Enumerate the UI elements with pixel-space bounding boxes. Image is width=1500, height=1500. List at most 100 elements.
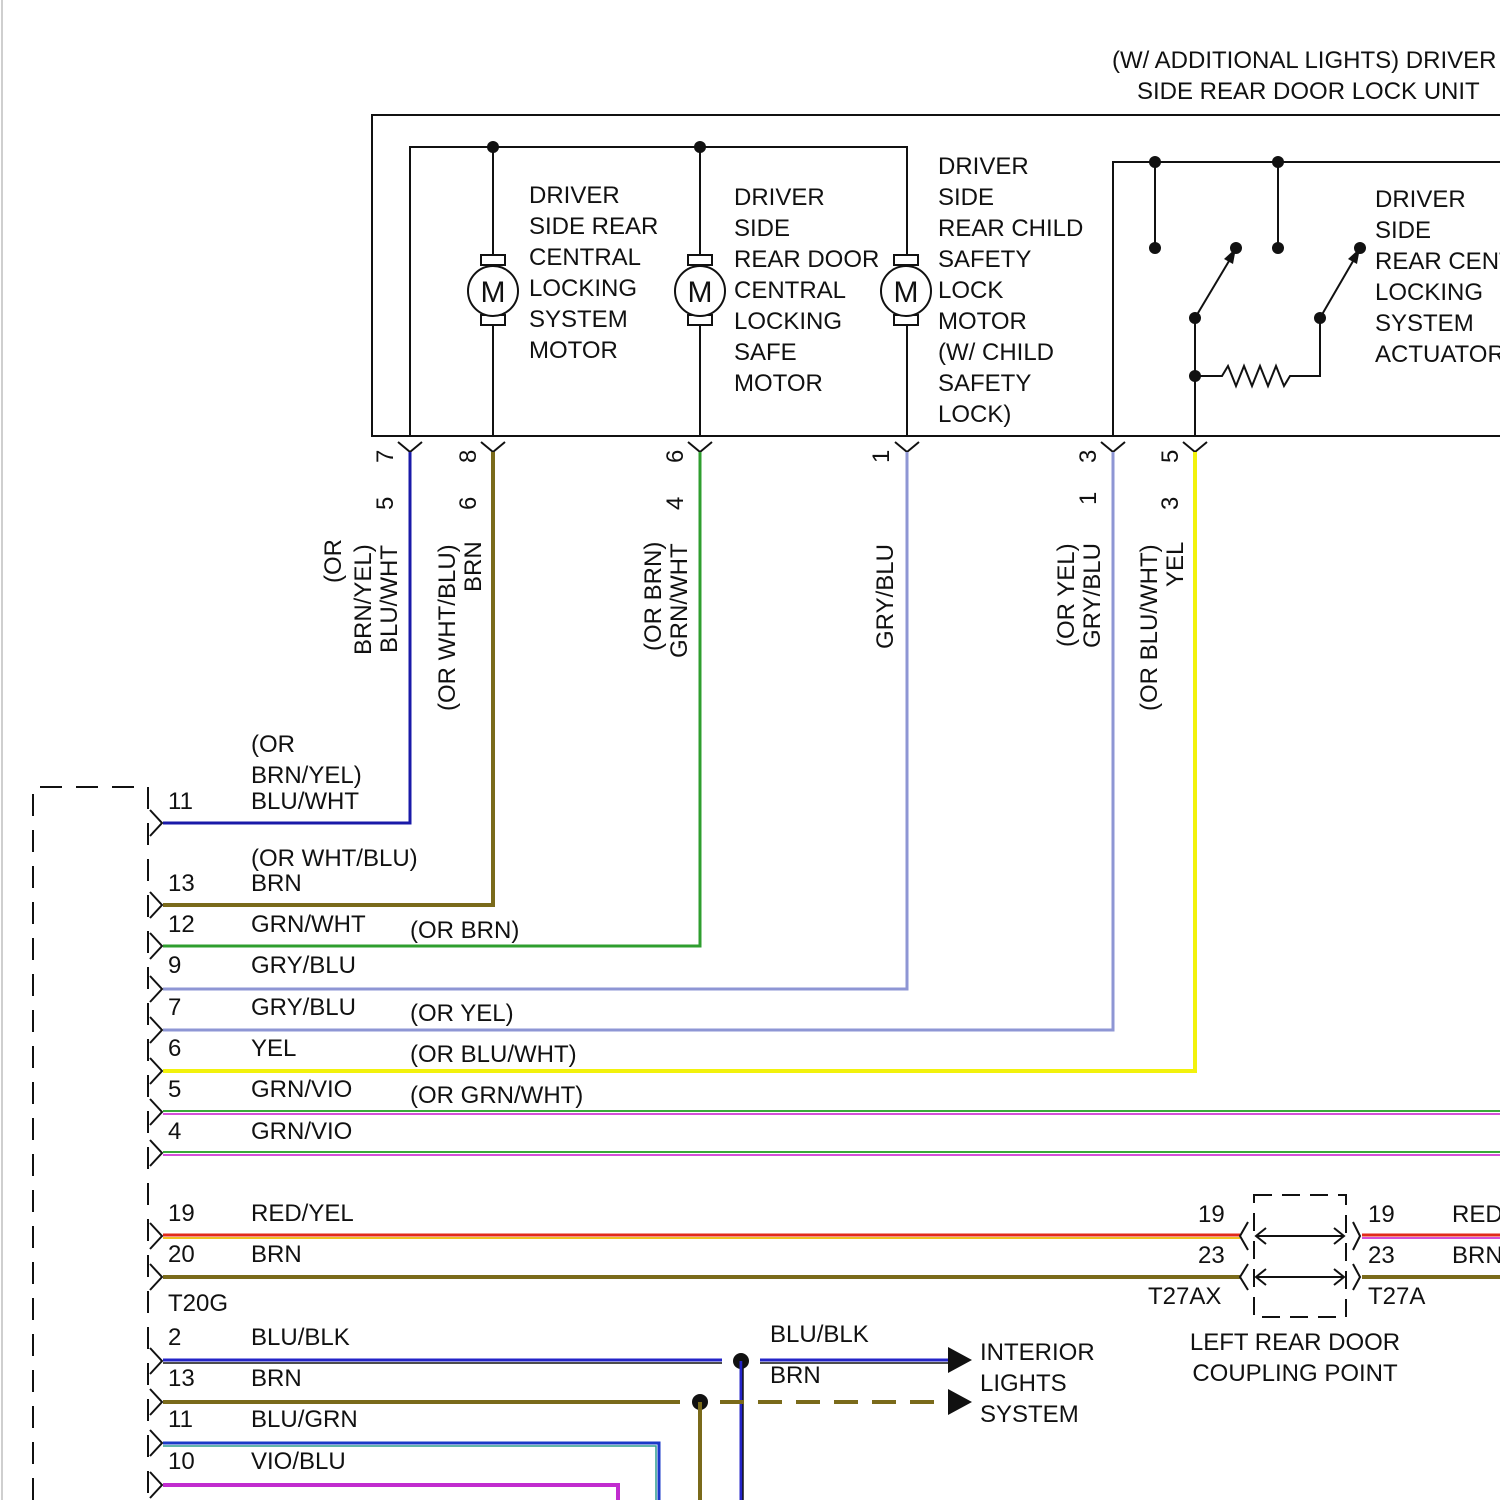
- motor3-label: DRIVER SIDE REAR CHILD SAFETY LOCK MOTOR…: [938, 153, 1083, 428]
- motor-symbol: M: [894, 276, 919, 309]
- svg-text:GRN/VIO: GRN/VIO: [251, 1076, 352, 1103]
- wire-vio-blu: [163, 1485, 618, 1500]
- wire-color-labels-vertical: (OR BRN/YEL) BLU/WHT (OR WHT/BLU) BRN (O…: [320, 539, 1189, 711]
- interior-target-line3: SYSTEM: [980, 1401, 1079, 1428]
- svg-text:(OR YEL): (OR YEL): [1053, 543, 1080, 647]
- svg-text:10: 10: [168, 1448, 195, 1475]
- motor-symbol: M: [481, 276, 506, 309]
- svg-text:7: 7: [168, 994, 181, 1021]
- svg-text:20: 20: [168, 1241, 195, 1268]
- svg-text:MOTOR: MOTOR: [529, 337, 618, 364]
- svg-text:(OR: (OR: [320, 539, 347, 583]
- coupling-left-pin-19: 19: [1198, 1201, 1225, 1228]
- motor1: M: [468, 255, 518, 325]
- coupling-right-pin-19: 19: [1368, 1201, 1395, 1228]
- svg-text:VIO/BLU: VIO/BLU: [251, 1448, 346, 1475]
- interior-target-line2: LIGHTS: [980, 1370, 1067, 1397]
- svg-text:GRY/BLU: GRY/BLU: [251, 952, 356, 979]
- svg-text:11: 11: [168, 788, 193, 815]
- coupling-left-name: T27AX: [1148, 1283, 1221, 1310]
- svg-text:DRIVER: DRIVER: [734, 184, 825, 211]
- svg-text:GRY/BLU: GRY/BLU: [1079, 543, 1106, 648]
- svg-text:8: 8: [455, 450, 482, 463]
- motor-symbol: M: [688, 276, 713, 309]
- wire-gry-blu-1: [163, 452, 907, 989]
- svg-text:11: 11: [168, 1406, 193, 1433]
- motor2: M: [675, 255, 725, 325]
- svg-text:YEL: YEL: [251, 1035, 296, 1062]
- t20g-housing-dashed: [33, 787, 148, 1500]
- svg-text:6: 6: [662, 450, 689, 463]
- svg-text:6: 6: [168, 1035, 181, 1062]
- svg-text:4: 4: [168, 1118, 181, 1145]
- svg-text:(OR BLU/WHT): (OR BLU/WHT): [410, 1041, 577, 1068]
- coupling-right-pin-23: 23: [1368, 1242, 1395, 1269]
- wire-grn-wht: [163, 452, 700, 946]
- svg-text:BRN: BRN: [251, 1241, 302, 1268]
- wire-blu-grn: [163, 1443, 659, 1500]
- svg-text:GRN/VIO: GRN/VIO: [251, 1118, 352, 1145]
- svg-text:(W/ CHILD: (W/ CHILD: [938, 339, 1054, 366]
- svg-text:(OR: (OR: [251, 731, 295, 758]
- svg-text:CENTRAL: CENTRAL: [734, 277, 846, 304]
- coupling-right-name: T27A: [1368, 1283, 1425, 1310]
- svg-text:MOTOR: MOTOR: [734, 370, 823, 397]
- coupling-caption-line1: LEFT REAR DOOR: [1190, 1329, 1400, 1356]
- svg-text:SYSTEM: SYSTEM: [1375, 310, 1474, 337]
- connector-t20g-label: T20G: [168, 1290, 228, 1317]
- wire-gry-blu-2: [163, 452, 1113, 1030]
- svg-text:BLU/GRN: BLU/GRN: [251, 1406, 358, 1433]
- svg-text:19: 19: [168, 1200, 195, 1227]
- svg-text:2: 2: [168, 1324, 181, 1351]
- svg-text:5: 5: [1157, 450, 1184, 463]
- svg-text:1: 1: [1075, 492, 1102, 505]
- svg-text:YEL: YEL: [1162, 542, 1189, 587]
- svg-text:(OR BLU/WHT): (OR BLU/WHT): [1136, 544, 1163, 711]
- svg-text:GRY/BLU: GRY/BLU: [872, 544, 899, 649]
- svg-text:BLU/BLK: BLU/BLK: [251, 1324, 350, 1351]
- svg-text:BRN/YEL): BRN/YEL): [350, 544, 377, 655]
- svg-text:LOCK): LOCK): [938, 401, 1011, 428]
- arrow-blu-blk: [948, 1347, 972, 1373]
- svg-text:LOCKING: LOCKING: [1375, 279, 1483, 306]
- svg-text:LOCKING: LOCKING: [529, 275, 637, 302]
- svg-text:GRN/WHT: GRN/WHT: [251, 911, 366, 938]
- svg-text:BRN: BRN: [251, 870, 302, 897]
- svg-text:(OR GRN/WHT): (OR GRN/WHT): [410, 1082, 583, 1109]
- arrow-brn: [948, 1389, 972, 1415]
- coupling-point: [1240, 1195, 1360, 1317]
- svg-text:SAFETY: SAFETY: [938, 370, 1031, 397]
- svg-text:13: 13: [168, 1365, 195, 1392]
- svg-text:REAR CHILD: REAR CHILD: [938, 215, 1083, 242]
- svg-text:RED/YEL: RED/YEL: [251, 1200, 354, 1227]
- wire-grn-vio-2: [163, 1152, 1500, 1155]
- svg-text:REAR CENTRAL: REAR CENTRAL: [1375, 248, 1500, 275]
- svg-text:(OR WHT/BLU): (OR WHT/BLU): [251, 845, 418, 872]
- svg-text:3: 3: [1157, 497, 1184, 510]
- coupling-caption-line2: COUPLING POINT: [1192, 1360, 1398, 1387]
- svg-text:SIDE: SIDE: [1375, 217, 1431, 244]
- svg-text:3: 3: [1075, 450, 1102, 463]
- motor2-label: DRIVER SIDE REAR DOOR CENTRAL LOCKING SA…: [734, 184, 879, 397]
- coupling-left-pin-23: 23: [1198, 1242, 1225, 1269]
- svg-text:DRIVER: DRIVER: [529, 182, 620, 209]
- svg-text:GRY/BLU: GRY/BLU: [251, 994, 356, 1021]
- svg-text:(OR YEL): (OR YEL): [410, 1000, 514, 1027]
- svg-text:SYSTEM: SYSTEM: [529, 306, 628, 333]
- svg-text:CENTRAL: CENTRAL: [529, 244, 641, 271]
- motor3: M: [881, 255, 931, 325]
- svg-text:GRN/WHT: GRN/WHT: [666, 543, 693, 658]
- svg-text:LOCKING: LOCKING: [734, 308, 842, 335]
- svg-text:(OR BRN): (OR BRN): [410, 917, 519, 944]
- junction-dot: [694, 141, 706, 153]
- svg-text:DRIVER: DRIVER: [1375, 186, 1466, 213]
- wire-grn-vio-1: [163, 1111, 1500, 1114]
- svg-text:SAFETY: SAFETY: [938, 246, 1031, 273]
- svg-text:BRN: BRN: [251, 1365, 302, 1392]
- actuator-label: DRIVER SIDE REAR CENTRAL LOCKING SYSTEM …: [1375, 186, 1500, 368]
- svg-text:BLU/WHT: BLU/WHT: [251, 788, 359, 815]
- motor1-label: DRIVER SIDE REAR CENTRAL LOCKING SYSTEM …: [529, 182, 658, 364]
- svg-text:12: 12: [168, 911, 195, 938]
- t20g-terminals: [150, 810, 162, 1498]
